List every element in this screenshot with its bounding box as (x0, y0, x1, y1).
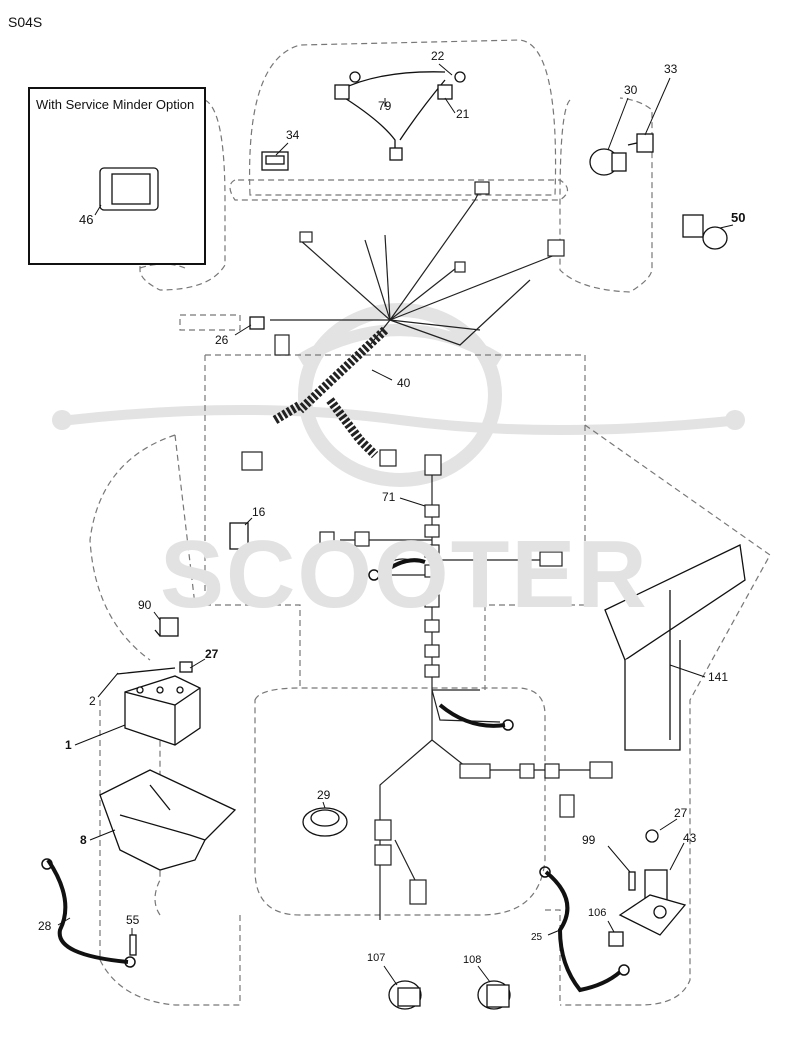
part-label-33: 33 (664, 62, 678, 76)
nut-27 (645, 829, 659, 843)
pto-switch (682, 214, 728, 250)
wire-loom (272, 326, 389, 459)
watermark-text: SCOOTER (160, 521, 649, 628)
part-label-25: 25 (531, 932, 543, 943)
switch-34 (261, 151, 289, 171)
part-label-141: 141 (708, 670, 729, 684)
battery-bolt (116, 667, 176, 675)
service-minder-module (99, 167, 159, 211)
cables (46, 558, 622, 993)
watermark-logo (69, 303, 741, 487)
part-label-30: 30 (624, 83, 638, 97)
bolt-55 (129, 934, 137, 956)
bolt-99 (628, 871, 636, 891)
battery (124, 675, 201, 746)
battery-tray (99, 769, 237, 871)
battery-nut (179, 661, 193, 673)
seat-switch-29 (302, 807, 348, 837)
starter-solenoid-43 (618, 869, 687, 936)
headlight-harness (334, 71, 466, 161)
solenoid-108 (477, 980, 511, 1010)
part-label-2: 2 (89, 694, 96, 708)
connector-26 (249, 316, 265, 330)
part-label-107: 107 (367, 952, 386, 964)
part-label-22: 22 (431, 49, 445, 63)
part-label-26: 26 (215, 333, 229, 347)
part-label-8: 8 (80, 833, 87, 847)
part-label-27-bottom: 27 (674, 806, 688, 820)
ignition-switch (589, 133, 654, 176)
part-label-28: 28 (38, 919, 52, 933)
service-minder-title: With Service Minder Option (36, 97, 195, 112)
part-label-1: 1 (65, 738, 72, 752)
part-label-21: 21 (456, 107, 470, 121)
part-label-16: 16 (252, 505, 266, 519)
part-label-71: 71 (382, 490, 396, 504)
solenoid-107 (388, 980, 422, 1010)
part-label-108: 108 (463, 954, 482, 966)
part-label-79: 79 (378, 99, 392, 113)
part-label-43: 43 (683, 831, 697, 845)
part-label-106: 106 (588, 907, 607, 919)
fender-harness-141 (604, 544, 746, 751)
part-label-99: 99 (582, 833, 596, 847)
part-label-90: 90 (138, 598, 152, 612)
clip-106 (608, 931, 624, 947)
part-label-46: 46 (79, 212, 94, 227)
part-label-29: 29 (317, 788, 331, 802)
relay-16 (229, 522, 249, 550)
part-label-34: 34 (286, 128, 300, 142)
part-label-55: 55 (126, 913, 140, 927)
service-minder-box: With Service Minder Option (28, 87, 206, 265)
fuse-holder-90 (154, 617, 179, 637)
harness-connectors (241, 181, 613, 905)
part-label-27-top: 27 (205, 647, 219, 661)
cable-terminals (41, 569, 630, 976)
part-label-50: 50 (731, 210, 746, 225)
part-label-40: 40 (397, 376, 411, 390)
leader-lines (57, 63, 734, 986)
page-code: S04S (8, 14, 43, 30)
chassis-outline (89, 39, 771, 1006)
